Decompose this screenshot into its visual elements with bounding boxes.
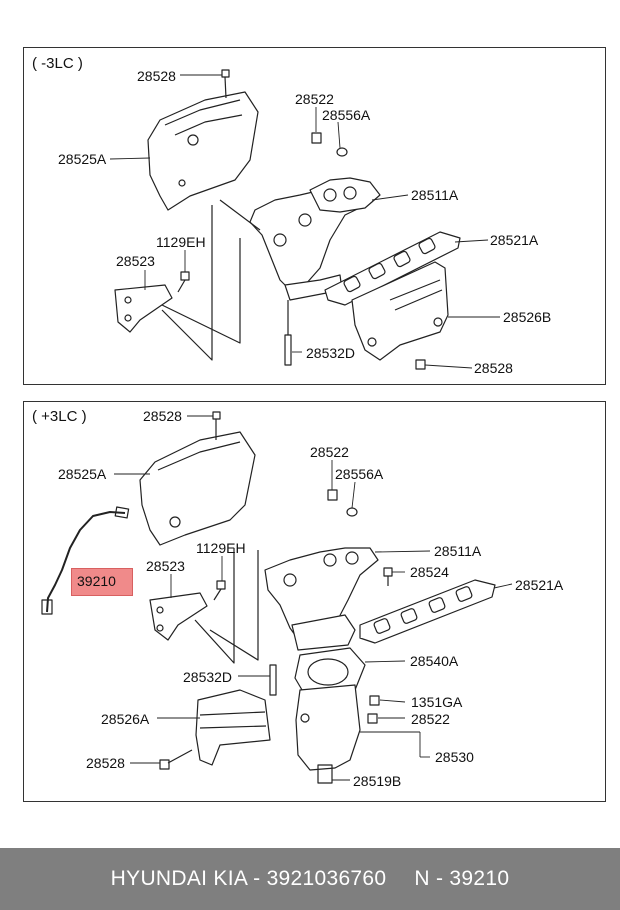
part-label: 28525A <box>58 466 107 482</box>
heat-shield-upper-top <box>147 91 259 211</box>
part-label: 1351GA <box>411 694 463 710</box>
part-label: 28523 <box>116 253 155 269</box>
part-label: 28511A <box>411 187 459 203</box>
part-label: 28523 <box>146 558 185 574</box>
part-label: 28524 <box>410 564 449 580</box>
exhaust-manifold-bottom <box>264 547 379 643</box>
part-label: 28525A <box>58 151 107 167</box>
part-label: 28556A <box>322 107 371 123</box>
part-label: 28540A <box>410 653 459 669</box>
bracket-top <box>114 284 173 333</box>
part-label: 28521A <box>515 577 564 593</box>
part-label: 28528 <box>143 408 182 424</box>
manifold-gasket-bottom <box>359 579 496 644</box>
part-label: 28522 <box>310 444 349 460</box>
footer-item-number: N - 39210 <box>414 867 510 890</box>
part-label: 28530 <box>435 749 474 765</box>
panel-label-bottom: ( +3LC ) <box>32 408 87 425</box>
oxygen-sensor-cable <box>46 511 126 613</box>
panel-label-top: ( -3LC ) <box>32 55 83 72</box>
part-label: 28511A <box>434 543 482 559</box>
footer-bar: HYUNDAI KIA - 3921036760 N - 39210 <box>0 848 620 910</box>
part-label: 28528 <box>474 360 513 376</box>
part-label: 28521A <box>490 232 539 248</box>
bracket-bottom <box>149 592 208 641</box>
part-label: 28519B <box>353 773 402 789</box>
part-label: 1129EH <box>156 234 206 250</box>
part-label: 28526B <box>503 309 552 325</box>
part-label: 28522 <box>411 711 450 727</box>
catalytic-converter <box>295 684 361 771</box>
highlighted-part-box <box>71 568 133 596</box>
bolt-icon <box>221 69 230 78</box>
part-label: 28526A <box>101 711 150 727</box>
footer-brand-part-number: HYUNDAI KIA - 3921036760 <box>110 867 387 890</box>
part-label: 28522 <box>295 91 334 107</box>
part-label: 28532D <box>306 345 356 361</box>
part-label: 28532D <box>183 669 233 685</box>
part-label: 28556A <box>335 466 384 482</box>
part-label: 28528 <box>137 68 176 84</box>
part-label: 28528 <box>86 755 125 771</box>
part-label: 1129EH <box>196 540 246 556</box>
heat-shield-upper-bottom <box>139 431 256 546</box>
highlighted-part-label: 39210 <box>77 573 116 589</box>
